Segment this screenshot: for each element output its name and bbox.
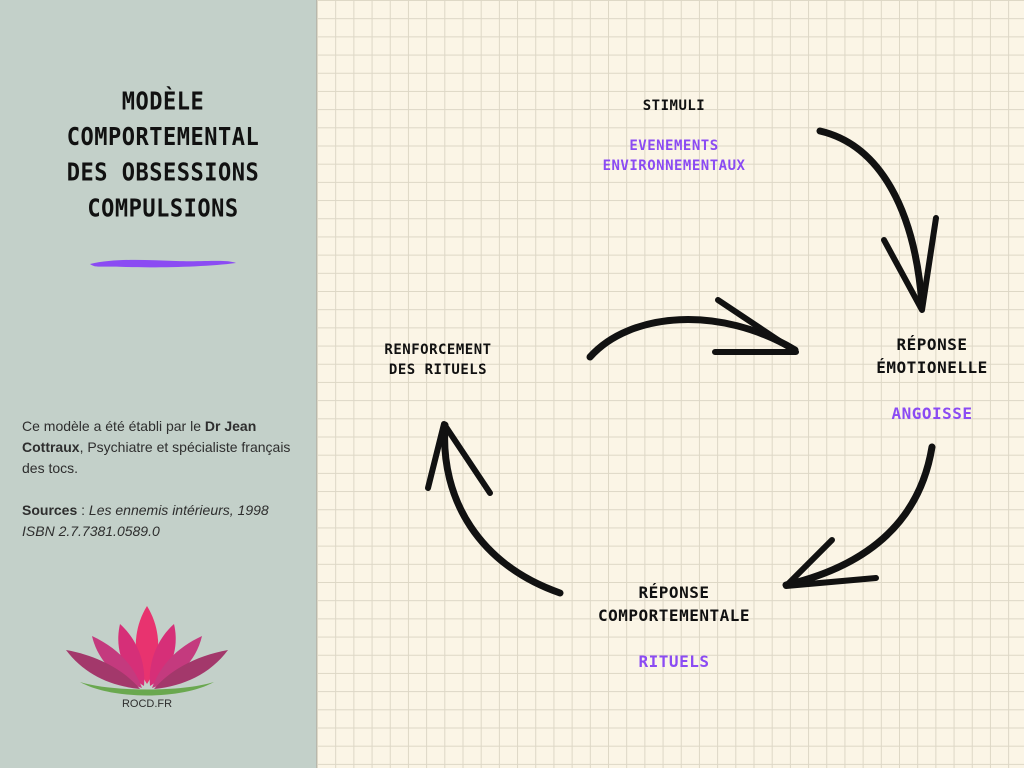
node-sublabel: EVENEMENTS (629, 138, 719, 154)
description-intro: Ce modèle a été établi par le (22, 418, 205, 434)
lotus-icon (66, 606, 228, 696)
sources-work: Les ennemis intérieurs, 1998 (88, 502, 269, 518)
node-label: STIMULI (642, 98, 706, 114)
logo-text: ROCD.FR (121, 698, 173, 710)
node-label: ÉMOTIONELLE (876, 358, 988, 377)
sources-label: Sources (22, 502, 78, 518)
node-label: RÉPONSE (896, 335, 968, 354)
node-sublabel: ENVIRONNEMENTAUX (602, 158, 746, 174)
node-reinforcement: RENFORCEMENT DES RITUELS (358, 340, 518, 380)
node-label: DES RITUELS (388, 362, 488, 378)
logo: ROCD.FR (62, 600, 232, 720)
title-line: COMPULSIONS (87, 194, 239, 224)
sources-separator: : (77, 502, 89, 518)
title-line: MODÈLE (121, 87, 205, 117)
node-behavioral-response: RÉPONSE COMPORTEMENTALE RITUELS (554, 581, 794, 673)
node-label: RENFORCEMENT (384, 342, 492, 358)
title-line: DES OBSESSIONS (66, 158, 260, 188)
page-title: MODÈLE COMPORTEMENTAL DES OBSESSIONS COM… (12, 84, 314, 227)
node-emotional-response: RÉPONSE ÉMOTIONELLE ANGOISSE (842, 333, 1022, 425)
sources-paragraph: Sources : Les ennemis intérieurs, 1998 (22, 500, 292, 521)
title-line: COMPORTEMENTAL (66, 123, 260, 152)
node-sublabel: ANGOISSE (891, 404, 973, 423)
model-description: Ce modèle a été établi par le Dr Jean Co… (22, 416, 292, 542)
title-underline-brushstroke (90, 259, 236, 268)
node-label: COMPORTEMENTALE (598, 606, 750, 625)
sidebar: MODÈLE COMPORTEMENTAL DES OBSESSIONS COM… (0, 0, 316, 768)
isbn: ISBN 2.7.7381.0589.0 (22, 523, 160, 539)
sidebar-divider (316, 0, 317, 768)
node-label: RÉPONSE (638, 583, 710, 602)
description-paragraph: Ce modèle a été établi par le Dr Jean Co… (22, 416, 292, 479)
node-sublabel: RITUELS (638, 652, 710, 671)
author-name: Dr Jean Cottraux (22, 418, 257, 455)
description-rest: , Psychiatre et spécialiste français des… (22, 439, 291, 476)
node-stimuli: STIMULI EVENEMENTS ENVIRONNEMENTAUX (574, 96, 774, 176)
